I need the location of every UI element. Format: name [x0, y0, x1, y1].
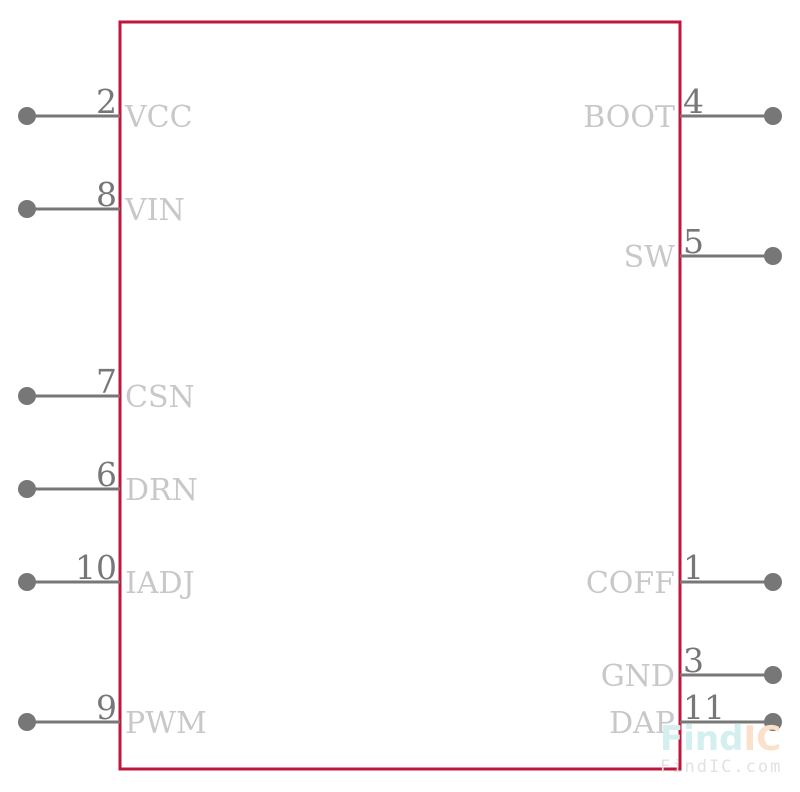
- pin-number: 6: [96, 455, 117, 494]
- pin-name: GND: [601, 659, 675, 694]
- pin-number: 5: [683, 222, 704, 261]
- pin-name: BOOT: [583, 100, 675, 135]
- watermark-logo-find: Find: [660, 719, 743, 759]
- findic-watermark: FindIC FindIC.com: [660, 719, 782, 777]
- pin-endpoint-dot-icon[interactable]: [764, 573, 782, 591]
- watermark-logo-ic: IC: [743, 719, 781, 759]
- pin-number: 3: [683, 641, 704, 680]
- pin-right-5[interactable]: 11 DAP: [609, 688, 782, 741]
- pin-name: IADJ: [125, 566, 195, 601]
- pin-left-5[interactable]: 10 IADJ: [18, 548, 195, 601]
- watermark-url: FindIC.com: [660, 757, 782, 777]
- right-pins-group: 4 BOOT 5 SW 1 COFF 3 GND 11 DAP: [583, 82, 782, 741]
- pin-name: VIN: [124, 193, 185, 228]
- pin-number: 9: [96, 688, 117, 727]
- pin-left-3[interactable]: 7 CSN: [18, 362, 195, 415]
- pin-endpoint-dot-icon[interactable]: [18, 200, 36, 218]
- pin-number: 11: [683, 688, 725, 727]
- pin-name: SW: [624, 240, 676, 275]
- pin-right-3[interactable]: 1 COFF: [586, 548, 782, 601]
- pin-endpoint-dot-icon[interactable]: [764, 666, 782, 684]
- pin-name: COFF: [586, 566, 675, 601]
- pin-right-2[interactable]: 5 SW: [624, 222, 782, 275]
- pin-endpoint-dot-icon[interactable]: [18, 480, 36, 498]
- pin-endpoint-dot-icon[interactable]: [18, 573, 36, 591]
- pin-name: DAP: [609, 706, 675, 741]
- pin-right-1[interactable]: 4 BOOT: [583, 82, 782, 135]
- pin-name: DRN: [125, 473, 198, 508]
- pin-endpoint-dot-icon[interactable]: [18, 107, 36, 125]
- pin-endpoint-dot-icon[interactable]: [764, 107, 782, 125]
- pin-endpoint-dot-icon[interactable]: [764, 713, 782, 731]
- pin-number: 2: [96, 82, 117, 121]
- pin-number: 1: [683, 548, 704, 587]
- pin-name: PWM: [125, 706, 207, 741]
- pin-number: 10: [75, 548, 117, 587]
- pin-number: 4: [683, 82, 704, 121]
- pin-endpoint-dot-icon[interactable]: [764, 247, 782, 265]
- pin-right-4[interactable]: 3 GND: [601, 641, 782, 694]
- pin-number: 7: [96, 362, 117, 401]
- pin-number: 8: [96, 175, 117, 214]
- pin-endpoint-dot-icon[interactable]: [18, 387, 36, 405]
- watermark-logo: FindIC: [660, 719, 781, 759]
- pin-left-2[interactable]: 8 VIN: [18, 175, 185, 228]
- pin-endpoint-dot-icon[interactable]: [18, 713, 36, 731]
- pin-left-6[interactable]: 9 PWM: [18, 688, 207, 741]
- pin-name: CSN: [125, 380, 195, 415]
- pin-left-1[interactable]: 2 VCC: [18, 82, 193, 135]
- pin-left-4[interactable]: 6 DRN: [18, 455, 198, 508]
- pin-name: VCC: [124, 100, 193, 135]
- left-pins-group: 2 VCC 8 VIN 7 CSN 6 DRN 10 IADJ: [18, 82, 207, 741]
